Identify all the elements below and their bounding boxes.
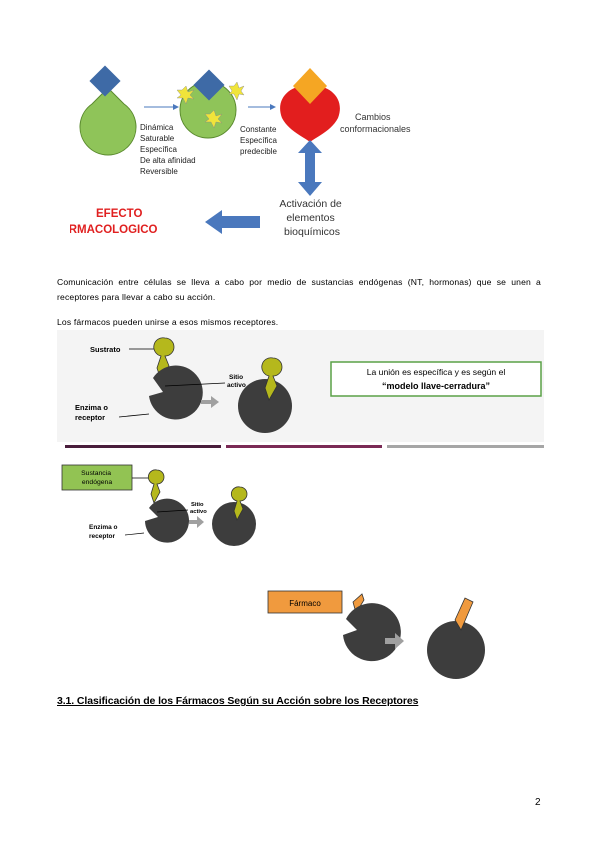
enzyme-2 <box>238 379 292 433</box>
endogenous-box <box>61 464 133 491</box>
callout-line1: La unión es específica y es según el <box>367 367 506 377</box>
enzyme-label-1: Enzima o receptor <box>75 403 110 422</box>
active-site-label-2: Sitio activo <box>190 502 207 515</box>
endogenous-key-1 <box>147 469 165 504</box>
activation-label: Activación de elementos bioquímicos <box>279 198 344 238</box>
page-number: 2 <box>535 797 541 808</box>
enzyme-3 <box>145 498 189 543</box>
divider-2 <box>226 445 382 448</box>
left-properties: Dinámica Saturable Específica De alta af… <box>140 123 198 176</box>
enzyme-pointer-1 <box>118 413 150 418</box>
enzyme-1 <box>149 365 203 420</box>
spark-3 <box>204 109 223 129</box>
paragraph-communication: Comunicación entre células se lleva a ca… <box>57 277 541 302</box>
spark-2 <box>228 81 245 101</box>
drug-box <box>267 590 343 614</box>
pharmacology-mechanism-figure: Dinámica Saturable Específica De alta af… <box>70 65 411 238</box>
enzyme-pointer-2 <box>124 532 145 536</box>
ligand-1 <box>89 65 121 97</box>
paragraph-drugs: Los fármacos pueden unirse a esos mismos… <box>57 317 279 327</box>
lock-and-key-figure: Sustrato Sitio activo Enzima o receptor … <box>57 330 544 679</box>
ligand-2 <box>193 69 225 101</box>
drug-label: Fármaco <box>289 599 321 608</box>
process-arrow-2 <box>189 516 204 528</box>
divider-3 <box>387 445 544 448</box>
effect-label: EFECTO FARMACOLOGICO <box>70 208 158 236</box>
left-arrow <box>205 210 260 234</box>
active-site-pointer-2 <box>156 509 189 513</box>
section-title: 3.1. Clasificación de los Fármacos Según… <box>57 695 419 707</box>
process-arrow-1 <box>201 396 219 408</box>
process-arrow-3 <box>385 633 404 649</box>
red-receptor <box>280 85 340 142</box>
enzyme-label-2: Enzima o receptor <box>89 524 119 540</box>
active-site-label-1: Sitio activo <box>227 374 246 389</box>
endogenous-label: Sustancia endógena <box>81 470 113 486</box>
drug-2 <box>454 597 474 631</box>
callout-line2: “modelo llave-cerradura” <box>382 381 490 391</box>
enzyme-6 <box>427 621 485 679</box>
enzyme-5 <box>343 603 401 662</box>
divider-1 <box>65 445 221 448</box>
vertical-double-arrow <box>298 140 322 196</box>
callout-box <box>330 361 542 397</box>
orange-ligand <box>293 68 327 104</box>
middle-properties: Constante Específica predecible <box>240 125 279 156</box>
enzyme-4 <box>212 502 256 546</box>
substrate-2 <box>261 357 283 401</box>
endogenous-key-2 <box>230 486 248 521</box>
receptor-1 <box>79 87 137 156</box>
active-site-pointer-1 <box>164 382 226 387</box>
spark-1 <box>176 85 195 105</box>
changes-label: Cambios conformacionales <box>340 112 411 134</box>
substrate-label: Sustrato <box>90 345 121 354</box>
